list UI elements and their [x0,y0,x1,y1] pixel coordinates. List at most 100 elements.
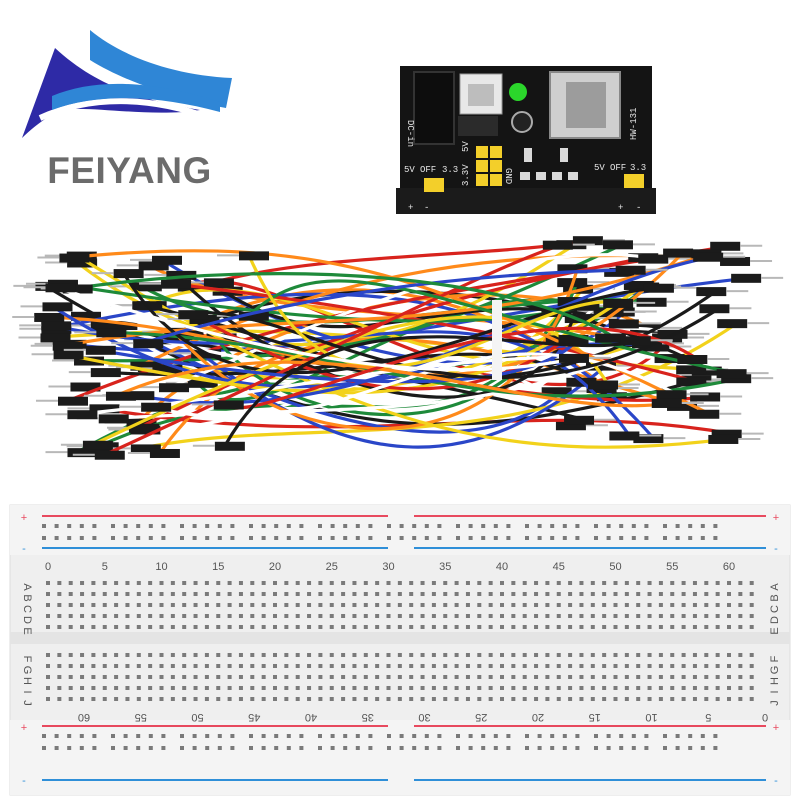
breadboard-hole [715,603,720,607]
breadboard-hole [424,746,429,750]
pin-housing [34,312,65,322]
breadboard-hole [409,592,414,596]
breadboard-hole [193,697,198,701]
breadboard-hole [227,686,232,690]
pin-housing [710,241,741,251]
breadboard-hole [550,746,555,750]
breadboard-hole [506,746,511,750]
breadboard-hole [91,653,96,657]
breadboard-hole [318,603,323,607]
breadboard-hole [136,664,141,668]
breadboard-hole [318,625,323,629]
breadboard-hole [227,592,232,596]
capacitor [511,111,533,133]
breadboard-hole [715,686,720,690]
breadboard-hole [443,581,448,585]
breadboard-hole [159,675,164,679]
breadboard-hole [363,686,368,690]
breadboard-hole [111,734,115,738]
breadboard-hole [522,664,527,668]
breadboard-hole [68,686,73,690]
column-number-bottom: 20 [532,711,544,723]
breadboard-hole [123,524,128,528]
breadboard-hole [624,592,629,596]
breadboard-hole [250,625,255,629]
breadboard-hole [159,653,164,657]
pin-housing [41,321,72,331]
breadboard-hole [227,675,232,679]
breadboard-hole [114,581,119,585]
breadboard-hole [556,697,561,701]
breadboard-hole [681,675,686,679]
breadboard-hole [148,664,153,668]
breadboard-hole [624,603,629,607]
breadboard-hole [602,592,607,596]
breadboard-hole [387,746,391,750]
breadboard-hole [431,697,436,701]
breadboard-hole [352,625,357,629]
column-number-top: 10 [155,561,167,573]
breadboard-hole [399,524,404,528]
jumper-wire [142,268,636,345]
jumper-wire [223,335,642,447]
column-number-bottom: 10 [645,711,657,723]
pin-housing [677,354,708,364]
breadboard-hole [193,592,198,596]
breadboard-hole [681,697,686,701]
breadboard-hole [579,603,584,607]
breadboard-hole [488,625,493,629]
breadboard-hole [454,664,459,668]
breadboard-hole [658,603,663,607]
breadboard-hole [102,675,107,679]
breadboard-hole [431,686,436,690]
breadboard-hole [644,524,649,528]
breadboard-hole [375,664,380,668]
smd-components [520,148,578,180]
breadboard-hole [205,734,210,738]
breadboard-hole [102,625,107,629]
breadboard-hole [692,653,697,657]
breadboard-hole [170,653,175,657]
breadboard-hole [522,614,527,618]
breadboard-hole [182,686,187,690]
logo-light-wave [90,30,232,108]
breadboard: 0055101015152020252530303535404045455050… [9,504,791,796]
breadboard-hole [704,592,709,596]
breadboard-hole [636,686,641,690]
breadboard-hole [477,664,482,668]
breadboard-hole [42,734,46,738]
breadboard-hole [579,625,584,629]
pin-housing [615,265,646,275]
breadboard-hole [68,603,73,607]
breadboard-hole [575,734,580,738]
breadboard-hole [352,603,357,607]
breadboard-hole [738,697,743,701]
breadboard-hole [205,536,210,540]
breadboard-hole [409,697,414,701]
breadboard-hole [465,675,470,679]
row-label-left: J [21,700,33,706]
breadboard-hole [443,625,448,629]
breadboard-hole [537,524,542,528]
breadboard-hole [568,675,573,679]
pin-housing [564,415,595,425]
breadboard-hole [159,581,164,585]
breadboard-hole [647,664,652,668]
breadboard-hole [568,697,573,701]
breadboard-hole [644,734,649,738]
breadboard-hole [488,664,493,668]
breadboard-hole [68,625,73,629]
breadboard-hole [420,625,425,629]
breadboard-hole [216,592,221,596]
jumper-wire [108,341,653,420]
breadboard-hole [590,592,595,596]
breadboard-hole [409,581,414,585]
breadboard-hole [387,734,391,738]
pin-housing [555,421,586,431]
pin-housing [238,311,269,321]
breadboard-hole [511,603,516,607]
breadboard-hole [318,734,322,738]
pin-housing [62,284,93,294]
breadboard-hole [375,675,380,679]
rail-plus-top-right: + [773,512,779,524]
